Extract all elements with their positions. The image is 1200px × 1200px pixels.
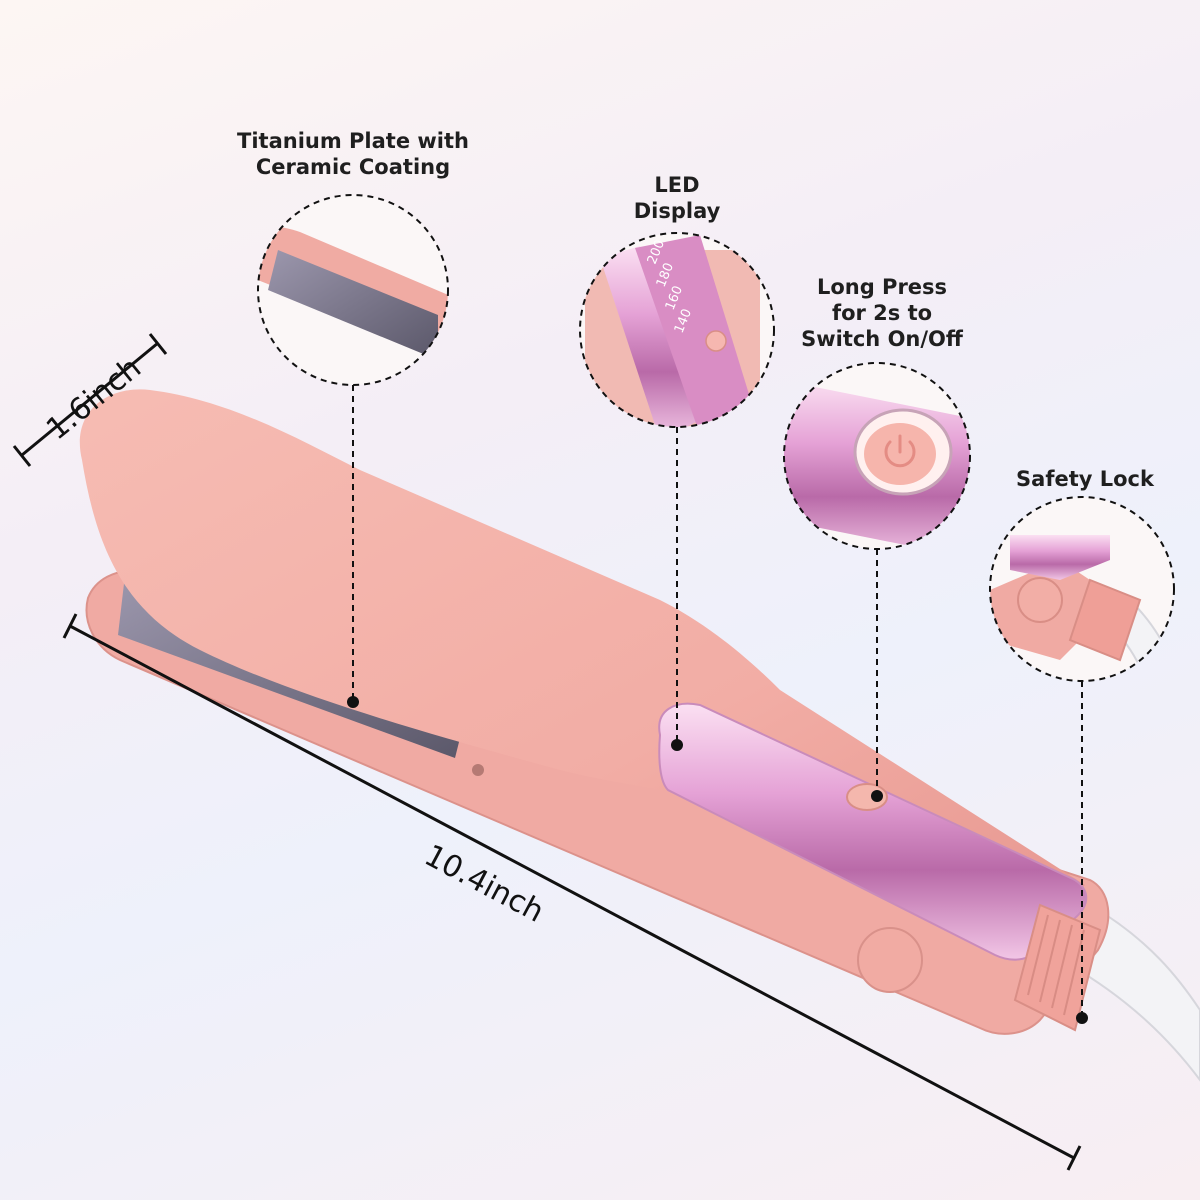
- led-callout: 200 180 160 140: [579, 232, 775, 428]
- length-dimension-line: [62, 613, 1082, 1171]
- led-power-dot: [705, 330, 727, 352]
- lock-callout: [989, 496, 1175, 682]
- power-leader-dot: [871, 790, 883, 802]
- plate-rivet: [472, 764, 484, 776]
- plate-leader-dot: [347, 696, 359, 708]
- plate-callout-label: Titanium Plate with Ceramic Coating: [237, 129, 469, 179]
- led-callout-label: LED Display: [633, 173, 721, 223]
- hinge: [857, 927, 923, 993]
- led-leader-dot: [671, 739, 683, 751]
- chrome-band: [658, 702, 1088, 961]
- cord-collar: [1013, 903, 1102, 1032]
- power-icon: [884, 434, 916, 468]
- width-dimension-line: [12, 333, 168, 467]
- collar-ridges: [1027, 914, 1085, 1016]
- lock-callout-label: Safety Lock: [1016, 467, 1154, 491]
- lock-leader-dot: [1076, 1012, 1088, 1024]
- power-callout-label: Long Press for 2s to Switch On/Off: [801, 275, 963, 351]
- plate-callout: [257, 194, 449, 386]
- power-callout: [783, 362, 971, 550]
